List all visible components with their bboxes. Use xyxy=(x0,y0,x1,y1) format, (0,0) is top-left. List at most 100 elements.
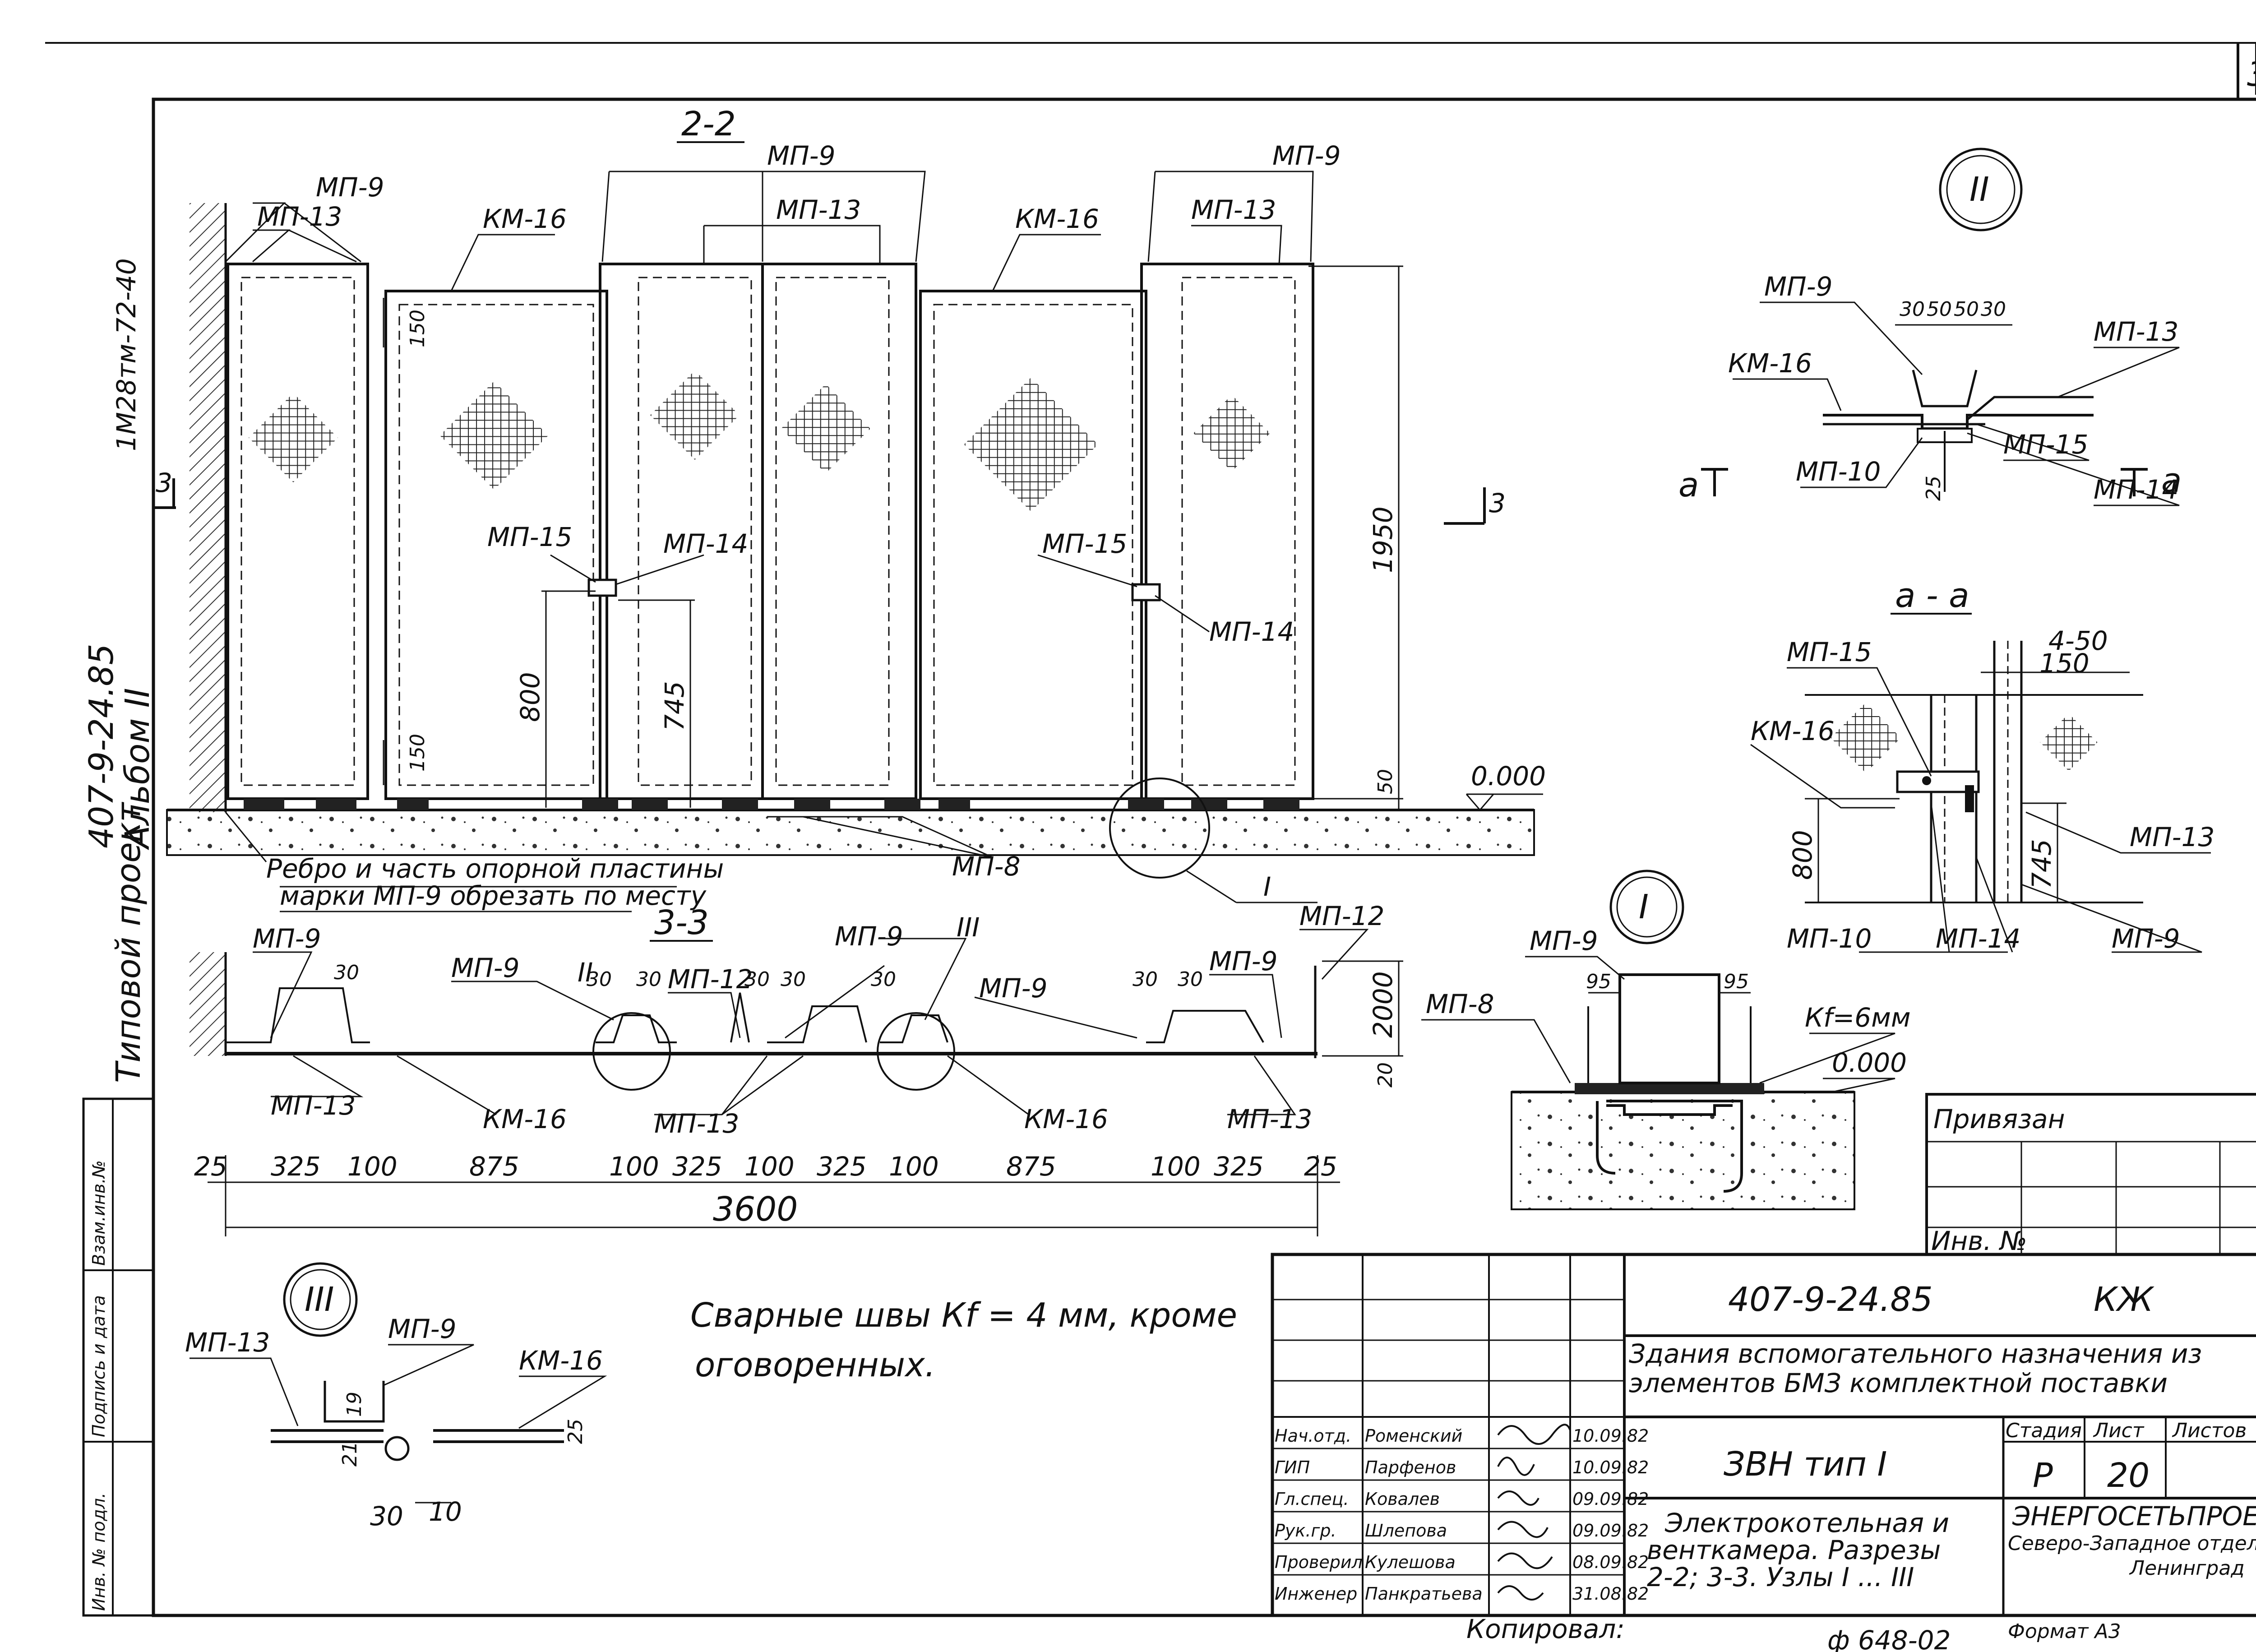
section-a-a: а - а МП-15 КМ-16 МП-13 xyxy=(1750,576,2214,954)
side-cell-2: Подпись и дата xyxy=(89,1295,109,1437)
section-2-2: 2-2 xyxy=(153,105,1546,912)
signer-name-4: Кулешова xyxy=(1365,1552,1456,1572)
node-iii-dim-25: 25 xyxy=(564,1419,587,1444)
node-ii-label-km16: КМ-16 xyxy=(1728,348,1812,379)
node-ii-dim-2: 50 xyxy=(1954,298,1979,321)
node-iii-label-mp9: МП-9 xyxy=(388,1314,457,1344)
privyazan-inv: Инв. № xyxy=(1931,1226,2027,1256)
signer-role-2: Гл.спец. xyxy=(1275,1489,1349,1509)
tb-org-line1: ЭНЕРГОСЕТЬПРОЕКТ xyxy=(2012,1501,2256,1532)
s33-label-mp9-b: МП-9 xyxy=(451,953,520,983)
section-2-2-title: 2-2 xyxy=(681,105,736,143)
s33-dim-b9: 875 xyxy=(1006,1151,1056,1182)
section-2-2-leaders xyxy=(225,171,1314,858)
s33-dim-b10: 100 xyxy=(1151,1151,1201,1182)
s33-dim-b5: 325 xyxy=(672,1151,722,1182)
s22-label-km16-a: КМ-16 xyxy=(483,204,567,234)
signer-name-5: Панкратьева xyxy=(1365,1584,1483,1604)
title-block: 407-9-24.85 КЖ Здания вспомогательного н… xyxy=(1271,1253,2256,1617)
signers-table: Нач.отд. Роменский 10.09.82 ГИП Парфенов… xyxy=(1275,1424,1649,1604)
s33-dim-20: 20 xyxy=(1374,1062,1397,1087)
signer-role-4: Проверил xyxy=(1275,1552,1363,1572)
signer-date-5: 31.08.82 xyxy=(1572,1584,1649,1604)
s33-dim-b0: 25 xyxy=(194,1151,227,1182)
sheet-frame xyxy=(45,42,2256,1617)
s33-dim-30-g: 30 xyxy=(1133,968,1158,991)
tb-stage: Р xyxy=(2033,1456,2053,1495)
aa-dim-745: 745 xyxy=(2026,839,2057,889)
signer-name-2: Ковалев xyxy=(1365,1489,1440,1509)
tb-name-line2: элементов БМЗ комплектной поставки xyxy=(1629,1368,2168,1398)
node-iii-dim-30: 30 xyxy=(370,1501,403,1532)
s22-label-mp13-b: МП-13 xyxy=(776,194,861,225)
tb-object: ЗВН тип I xyxy=(1724,1445,1887,1484)
s22-note-line2: марки МП-9 обрезать по месту xyxy=(280,880,707,911)
node-iii-dim-19: 19 xyxy=(343,1392,366,1417)
signer-date-1: 10.09.82 xyxy=(1572,1458,1649,1477)
tb-org-line3: Ленинград xyxy=(2129,1557,2245,1580)
node-ii-label-mp13: МП-13 xyxy=(2094,316,2178,347)
weld-note-line2: оговоренных. xyxy=(695,1346,935,1384)
s33-label-mp12-a: МП-12 xyxy=(668,964,753,995)
s33-leaders xyxy=(253,929,1369,1115)
side-ref: 1М28тм-72-40 xyxy=(111,258,142,451)
privyazan-block: Привязан Инв. № xyxy=(1925,1093,2256,1256)
archive-number: ф 648-02 xyxy=(1827,1625,1951,1652)
signer-name-1: Парфенов xyxy=(1365,1458,1456,1477)
s33-label-mp9-e: МП-9 xyxy=(1209,946,1278,976)
node-iii-label-km16: КМ-16 xyxy=(519,1345,603,1376)
tb-sheet: 20 xyxy=(2107,1456,2150,1495)
s33-dim-b1: 325 xyxy=(271,1151,321,1182)
node-i-label-mp9: МП-9 xyxy=(1530,925,1598,956)
s22-label-mp14-b: МП-14 xyxy=(1209,616,1294,647)
node-ii-label-mp9: МП-9 xyxy=(1764,271,1833,302)
tb-mark: КЖ xyxy=(2094,1280,2155,1319)
node-ii-bottom: III МП-13 МП-9 КМ-16 19 21 25 30 10 xyxy=(185,1262,607,1532)
s33-label-km16-b: КМ-16 xyxy=(1024,1104,1108,1134)
bracket-mp15-a xyxy=(587,578,617,597)
node-iii-dim-21: 21 xyxy=(338,1441,361,1467)
side-album: Альбом II xyxy=(118,688,157,850)
panel-km16-b xyxy=(919,290,1147,800)
s22-label-mp15-b: МП-15 xyxy=(1042,528,1127,559)
node-ii-dim-25: 25 xyxy=(1922,476,1945,501)
node-iii-leaders xyxy=(190,1344,607,1504)
node-ii-dim-1: 50 xyxy=(1927,298,1952,321)
bracket-mp15-b xyxy=(1131,583,1161,602)
s22-label-mp8: МП-8 xyxy=(952,851,1021,882)
signer-role-5: Инженер xyxy=(1275,1584,1357,1604)
node-i-title: I xyxy=(1639,888,1649,926)
panel-mp9-a xyxy=(227,263,369,800)
aa-label-mp13: МП-13 xyxy=(2130,822,2214,852)
format-note: Формат А3 xyxy=(2008,1620,2121,1643)
node-iii-label-mp13: МП-13 xyxy=(185,1327,270,1358)
node-i-dim-95a: 95 xyxy=(1586,970,1611,993)
section-3-3: 3-3 II III МП-9 xyxy=(190,901,1403,1236)
s33-dim-30-d: 30 xyxy=(744,968,770,991)
floor-slab xyxy=(166,809,1535,856)
s33-node-iii-callout xyxy=(877,1012,955,1091)
s33-dim-30-a: 30 xyxy=(334,961,359,984)
node-ii-top: II а а МП-9 КМ-16 МП-13 МП-15 МП-14 МП-1… xyxy=(1678,148,2182,506)
node-i-label-mp8: МП-8 xyxy=(1426,989,1494,1019)
s33-label-mp13-a: МП-13 xyxy=(271,1090,356,1121)
s33-dim-b3: 875 xyxy=(469,1151,519,1182)
aa-dim-150: 150 xyxy=(2039,648,2090,679)
aa-leaders xyxy=(1750,667,2211,953)
s33-dim-chain xyxy=(208,1155,1340,1236)
copied-by: Копировал: xyxy=(1466,1614,1625,1644)
tb-desc-line2: венткамера. Разрезы xyxy=(1647,1535,1941,1565)
page-number: 39 xyxy=(2247,55,2256,94)
s33-dim-b12: 25 xyxy=(1304,1151,1337,1182)
tb-sheet-hdr: Лист xyxy=(2093,1419,2145,1442)
node-ii-label-mp14: МП-14 xyxy=(2094,474,2178,505)
s22-dim-150-top: 150 xyxy=(406,310,429,347)
aa-label-km16: КМ-16 xyxy=(1751,716,1835,746)
signer-date-3: 09.09.82 xyxy=(1572,1521,1649,1541)
s22-node-ref: I xyxy=(1263,871,1271,902)
signatures xyxy=(1497,1424,1571,1601)
s22-dim-800: 800 xyxy=(515,672,546,722)
tb-code: 407-9-24.85 xyxy=(1728,1280,1933,1319)
s33-dim-b8: 100 xyxy=(889,1151,939,1182)
s22-dim-150-bot: 150 xyxy=(406,734,429,772)
